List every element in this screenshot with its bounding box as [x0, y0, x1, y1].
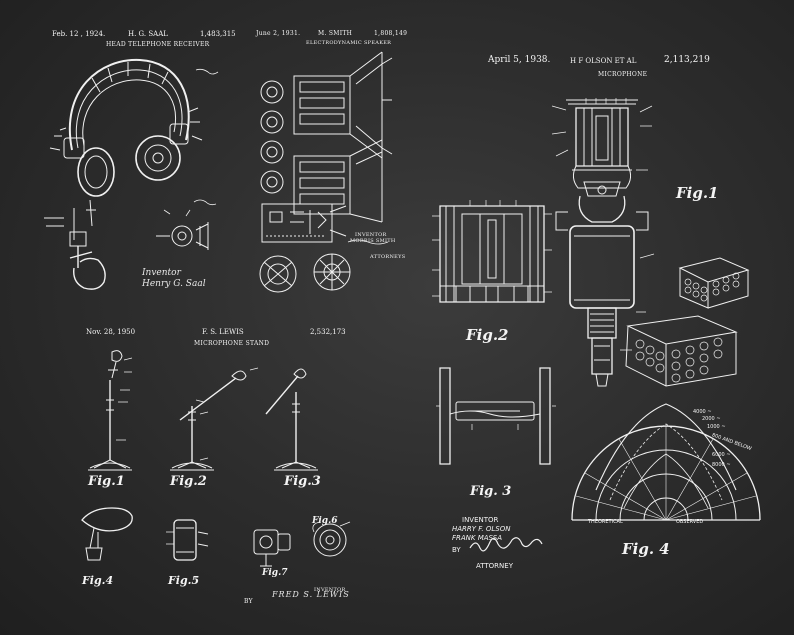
polar-label-2000: 2000 ~ [702, 416, 721, 422]
lewis-signature: FRED S. LEWIS [272, 590, 350, 599]
smith-credit-label: INVENTOR [355, 232, 387, 238]
olson-date: April 5, 1938. [488, 55, 551, 65]
smith-number: 1,808,149 [374, 30, 408, 37]
lewis-by: BY [244, 598, 253, 605]
olson-by: BY [452, 546, 461, 554]
lewis-date: Nov. 28, 1950 [86, 328, 136, 336]
lewis-fig-4: Fig.4 [82, 574, 114, 587]
lewis-fig-1: Fig.1 [88, 474, 125, 489]
polar-label-6000: 6000 ~ [712, 452, 731, 458]
olson-fig-1: Fig.1 [676, 184, 719, 202]
olson-fig-2: Fig.2 [466, 326, 509, 344]
smith-inventor: M. SMITH [318, 30, 353, 37]
polar-label-8000: 8000 ~ [712, 462, 731, 468]
lewis-fig-2: Fig.2 [170, 474, 207, 489]
mic-stand-drawings [82, 351, 350, 566]
olson-title: MICROPHONE [598, 71, 648, 78]
saal-signature: Inventor Henry G. Saal [142, 268, 206, 289]
polar-label-observed: OBSERVED [676, 519, 704, 525]
smith-date: June 2, 1931. [256, 30, 301, 37]
lewis-inventor-label: INVENTOR [314, 587, 346, 593]
polar-label-4000: 4000 ~ [693, 409, 712, 415]
lewis-fig-7: Fig.7 [262, 568, 288, 578]
saal-inventor: H. G. SAAL [128, 30, 168, 38]
smith-credit-name: MORRIS SMITH [350, 238, 396, 244]
lewis-number: 2,532,173 [310, 328, 346, 336]
smith-attorneys: ATTORNEYS [370, 254, 406, 260]
olson-fig-3: Fig. 3 [470, 484, 512, 499]
lewis-inventor: F. S. LEWIS [202, 328, 244, 336]
olson-attorney: ATTORNEY [476, 562, 513, 570]
smith-title: ELECTRODYNAMIC SPEAKER [306, 40, 392, 46]
lewis-fig-6: Fig.6 [312, 516, 338, 526]
saal-date: Feb. 12 , 1924. [52, 30, 106, 38]
olson-inventor-name-2: FRANK MASSA [452, 534, 502, 542]
polar-label-theoretical: THEORETICAL [588, 519, 623, 525]
headphones-drawing [44, 60, 218, 289]
olson-inventor: H F OLSON ET AL [570, 57, 637, 65]
lewis-title: MICROPHONE STAND [194, 340, 270, 347]
saal-number: 1,483,315 [200, 30, 236, 38]
polar-label-1000: 1000 ~ [707, 424, 726, 430]
lewis-fig-5: Fig.5 [168, 574, 200, 587]
olson-inventor-label: INVENTOR [462, 516, 499, 524]
lewis-fig-3: Fig.3 [284, 474, 321, 489]
olson-fig-4: Fig. 4 [622, 540, 670, 558]
saal-title: HEAD TELEPHONE RECEIVER [106, 41, 210, 48]
olson-number: 2,113,219 [664, 55, 710, 65]
speaker-drawing [260, 52, 392, 292]
ribbon-microphone-drawing [432, 98, 760, 551]
olson-inventor-name-1: HARRY F. OLSON [452, 525, 511, 533]
